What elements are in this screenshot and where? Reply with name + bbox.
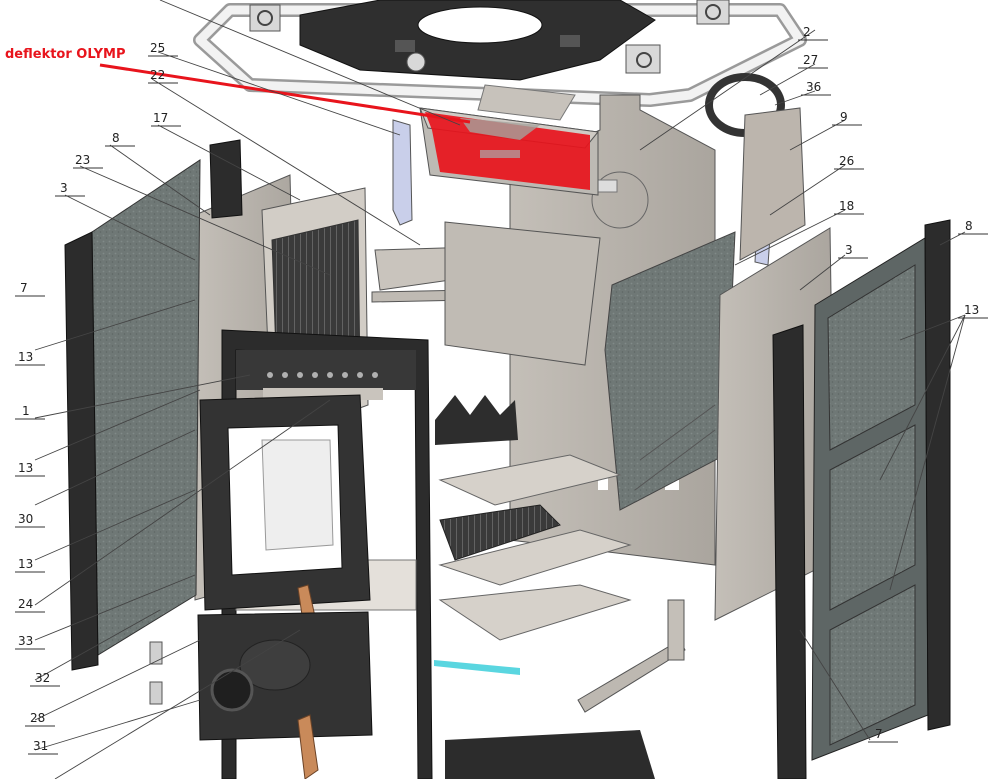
label-1: 1 xyxy=(22,404,30,418)
upper-plate xyxy=(477,84,576,121)
label-17: 17 xyxy=(153,111,168,125)
label-24: 24 xyxy=(18,597,33,611)
right-column-front xyxy=(772,324,807,779)
label-7-right: 7 xyxy=(875,727,883,741)
label-23: 23 xyxy=(75,153,90,167)
bracket-plate xyxy=(667,599,685,661)
label-27: 27 xyxy=(803,53,818,67)
callout-arrow xyxy=(99,63,471,124)
deflektor-olymp xyxy=(419,107,599,196)
right-stone-panels xyxy=(811,237,929,761)
right-liner-panel xyxy=(604,231,736,511)
lower-door xyxy=(197,611,373,779)
label-2: 2 xyxy=(803,25,811,39)
top-brackets xyxy=(249,0,730,74)
door xyxy=(199,394,371,636)
left-column-rear xyxy=(209,139,243,219)
label-31: 31 xyxy=(33,739,48,753)
label-32: 32 xyxy=(35,671,50,685)
label-25: 25 xyxy=(150,41,165,55)
right-column-rear xyxy=(924,219,951,731)
label-18: 18 xyxy=(839,199,854,213)
top-plate xyxy=(299,0,656,81)
right-rear-plate xyxy=(739,107,806,261)
left-stone-panel xyxy=(91,159,201,656)
label-3-left: 3 xyxy=(60,181,68,195)
label-8-right: 8 xyxy=(965,219,973,233)
label-13-b: 13 xyxy=(18,461,33,475)
fire-grate xyxy=(434,395,632,675)
label-13-d: 13 xyxy=(964,303,979,317)
label-30: 30 xyxy=(18,512,33,526)
leader-lines xyxy=(34,0,966,779)
label-8-left: 8 xyxy=(112,131,120,145)
base-frame xyxy=(445,730,655,779)
center-plate xyxy=(444,221,601,366)
label-28: 28 xyxy=(30,711,45,725)
label-26: 26 xyxy=(839,154,854,168)
left-blue-bar xyxy=(392,119,413,226)
label-13-a: 13 xyxy=(18,350,33,364)
label-13-c: 13 xyxy=(18,557,33,571)
part-labels: 25 22 17 8 23 3 7 13 1 13 30 13 24 33 32… xyxy=(15,25,988,755)
label-9: 9 xyxy=(840,110,848,124)
left-column-front xyxy=(64,231,99,671)
label-3-right: 3 xyxy=(845,243,853,257)
label-36: 36 xyxy=(806,80,821,94)
label-7-left: 7 xyxy=(20,281,28,295)
top-handle-bar xyxy=(193,3,807,107)
callout-label: deflektor OLYMP xyxy=(5,47,126,62)
label-33: 33 xyxy=(18,634,33,648)
label-22: 22 xyxy=(150,68,165,82)
ash-bracket xyxy=(577,639,686,713)
